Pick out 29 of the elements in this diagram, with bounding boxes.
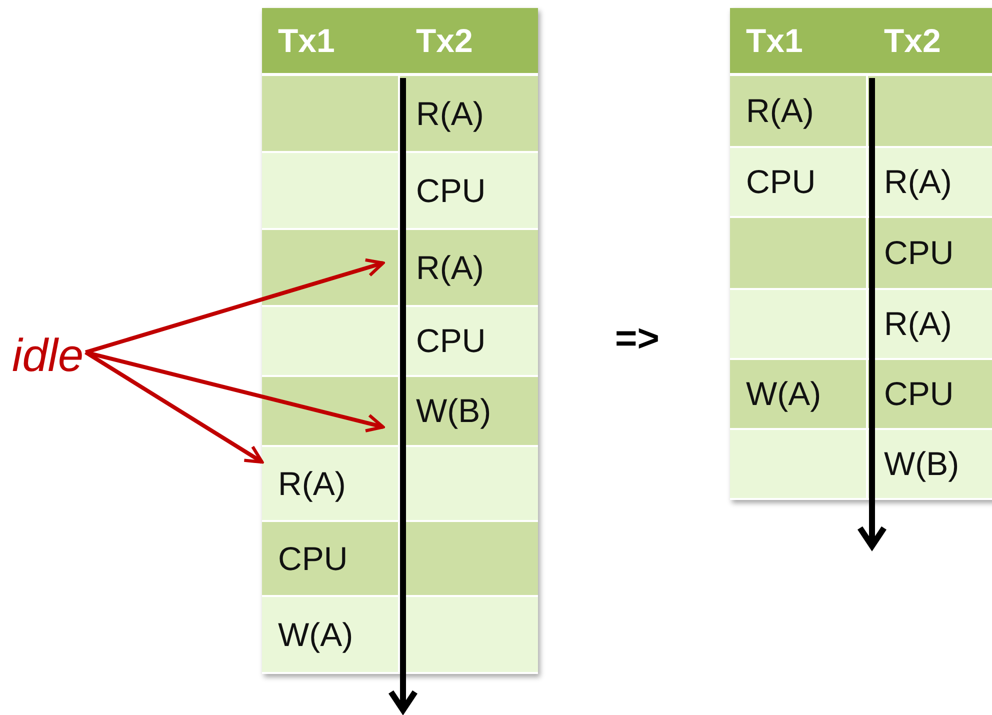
column-header: Tx1 [262, 8, 400, 76]
table-cell: CPU [868, 218, 992, 290]
table-cell: R(A) [400, 76, 538, 153]
column-header: Tx2 [400, 8, 538, 76]
column-header: Tx2 [868, 8, 992, 76]
table-cell: W(A) [730, 360, 868, 430]
table-cell: R(A) [730, 76, 868, 148]
arrow [85, 350, 385, 432]
column-header: Tx1 [730, 8, 868, 76]
table-cell: CPU [868, 360, 992, 430]
table-cell [262, 153, 400, 230]
transform-sign: => [615, 318, 660, 361]
table-panel [730, 8, 992, 500]
table-cell [730, 218, 868, 290]
table-cell: CPU [730, 148, 868, 218]
table-cell: W(A) [262, 597, 400, 674]
table-cell [868, 76, 992, 148]
table-cell [262, 307, 400, 377]
table-panel [262, 8, 538, 674]
table-cell [730, 290, 868, 360]
arrow [85, 258, 385, 354]
table-cell [262, 377, 400, 447]
table-cell [262, 76, 400, 153]
idle-label: idle [12, 328, 84, 382]
table-cell: R(A) [262, 447, 400, 522]
table-cell [262, 230, 400, 307]
arrow [84, 350, 264, 464]
table-cell [730, 430, 868, 500]
table-cell: CPU [262, 522, 400, 597]
